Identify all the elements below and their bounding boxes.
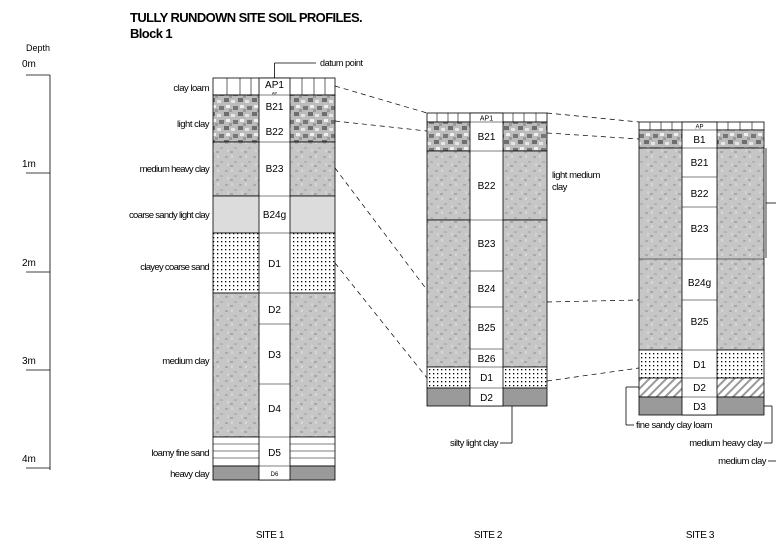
- site2-soil-light-medium: light medium: [552, 170, 600, 181]
- site3-horizon-B24g: B24g: [688, 278, 711, 289]
- site1-horizon-D2: D2: [268, 305, 281, 316]
- depth-tick-3m: 3m: [22, 356, 36, 367]
- site1-horizon-AP1: AP1: [265, 80, 284, 91]
- site2-soil-clay: clay: [552, 182, 568, 193]
- site3-soil-medium-clay: medium clay: [718, 456, 767, 467]
- site1-horizon-D3: D3: [268, 350, 281, 361]
- site2-name: SITE 2: [474, 530, 503, 541]
- site1-horizon-D1: D1: [268, 259, 281, 270]
- site2-horizon-D2: D2: [480, 393, 493, 404]
- site2-horizon-AP1: AP1: [480, 116, 493, 123]
- depth-tick-4m: 4m: [22, 454, 36, 465]
- depth-axis: Depth 0m 1m 2m 3m 4m: [22, 43, 50, 470]
- site3-horizon-B21: B21: [691, 158, 709, 169]
- site2-soil-silty-light-clay: silty light clay: [450, 438, 499, 449]
- site2-horizon-B26: B26: [478, 354, 496, 365]
- site3-horizon-D1: D1: [693, 360, 706, 371]
- site3-horizon-AP: AP: [695, 125, 703, 131]
- site2-horizon-B25: B25: [478, 323, 496, 334]
- site2-horizon-B23: B23: [478, 239, 496, 250]
- site1-horizon-AP-sub: AP: [272, 91, 278, 96]
- site1-profile: AP1 AP B21 B22 B23 B24g D1 D2 D3 D4 D5 D…: [129, 58, 364, 541]
- site1-soil-loamy-fine-sand: loamy fine sand: [151, 448, 209, 459]
- site1-soil-clayey-coarse-sand: clayey coarse sand: [140, 262, 209, 273]
- site2-horizon-B22: B22: [478, 181, 496, 192]
- site1-soil-clay-loam: clay loam: [173, 83, 209, 94]
- site3-horizon-B23: B23: [691, 224, 709, 235]
- site1-soil-medium-heavy-clay: medium heavy clay: [140, 164, 210, 175]
- site3-horizon-B22: B22: [691, 189, 709, 200]
- site3-soil-fine-sandy-clay-loam: fine sandy clay loam: [636, 420, 713, 431]
- site3-horizon-D2: D2: [693, 383, 706, 394]
- site2-horizon-D1: D1: [480, 373, 493, 384]
- site1-horizon-B23: B23: [266, 164, 284, 175]
- site1-soil-medium-clay: medium clay: [162, 356, 210, 367]
- site3-profile: AP B1 B21 B22 B23 B24g B25 D1 D2 D3 fine…: [626, 122, 776, 541]
- site3-horizon-B25: B25: [691, 317, 709, 328]
- depth-tick-0m: 0m: [22, 59, 36, 70]
- site3-name: SITE 3: [686, 530, 715, 541]
- site2-horizon-B21: B21: [478, 132, 496, 143]
- site3-horizon-D3: D3: [693, 402, 706, 413]
- site1-horizon-D5: D5: [268, 448, 281, 459]
- site3-horizon-B1: B1: [693, 135, 706, 146]
- depth-axis-label: Depth: [26, 43, 50, 53]
- site1-horizon-D4: D4: [268, 404, 281, 415]
- site1-horizon-D6: D6: [271, 472, 279, 478]
- site1-horizon-B21: B21: [266, 102, 284, 113]
- site1-soil-coarse-sandy-light-clay: coarse sandy light clay: [129, 210, 210, 221]
- depth-tick-2m: 2m: [22, 258, 36, 269]
- site2-profile: AP1 B21 B22 B23 B24 B25 B26 D1 D2 light …: [427, 113, 600, 541]
- depth-tick-1m: 1m: [22, 159, 36, 170]
- site1-name: SITE 1: [256, 530, 285, 541]
- site1-datum-point-label: datum point: [320, 58, 364, 68]
- site1-soil-light-clay: light clay: [177, 119, 210, 130]
- site1-horizon-B24g: B24g: [263, 210, 286, 221]
- site1-soil-heavy-clay: heavy clay: [170, 469, 210, 480]
- site2-horizon-B24: B24: [478, 284, 496, 295]
- site3-soil-medium-heavy-clay: medium heavy clay: [689, 438, 763, 449]
- site1-horizon-B22: B22: [266, 127, 284, 138]
